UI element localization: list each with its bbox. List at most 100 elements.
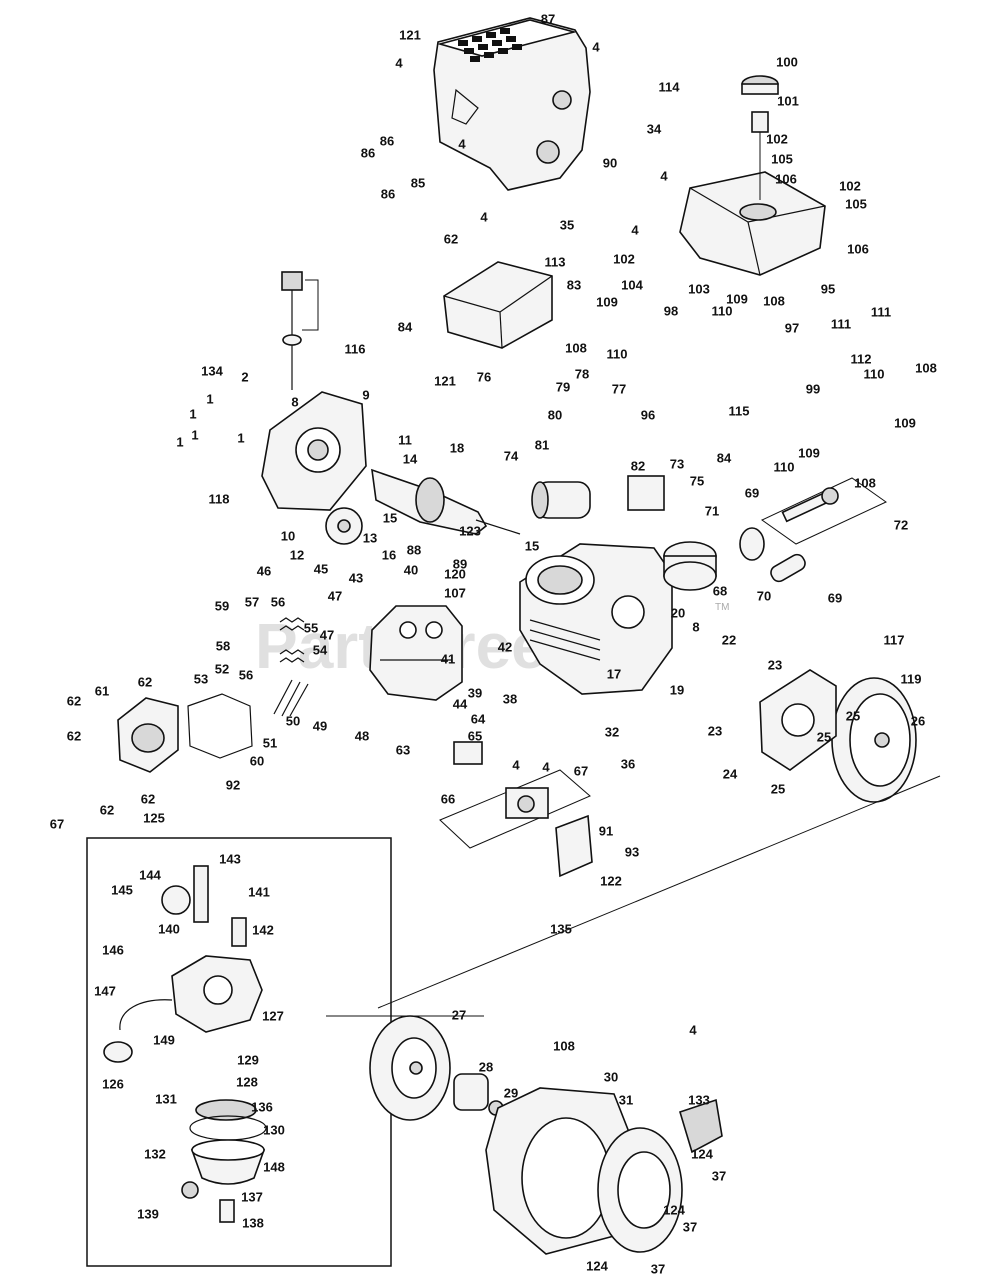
piston-pin — [770, 553, 806, 583]
callout-57: 57 — [245, 594, 259, 609]
callout-106: 106 — [847, 241, 869, 256]
callout-37: 37 — [712, 1168, 726, 1183]
callout-108: 108 — [763, 293, 785, 308]
callout-108: 108 — [854, 475, 876, 490]
callout-82: 82 — [631, 458, 645, 473]
callout-39: 39 — [468, 685, 482, 700]
callout-65: 65 — [468, 728, 482, 743]
callout-67: 67 — [574, 763, 588, 778]
callout-38: 38 — [503, 691, 517, 706]
callout-13: 13 — [363, 530, 377, 545]
callout-69: 69 — [745, 485, 759, 500]
callout-85: 85 — [411, 175, 425, 190]
callout-75: 75 — [690, 473, 704, 488]
callout-120: 120 — [444, 566, 466, 581]
callout-71: 71 — [705, 503, 719, 518]
callout-52: 52 — [215, 661, 229, 676]
callout-112: 112 — [851, 351, 872, 366]
callout-129: 129 — [237, 1052, 259, 1067]
callout-108: 108 — [565, 340, 587, 355]
callout-40: 40 — [404, 562, 418, 577]
air-cleaner-cover — [443, 261, 553, 349]
callout-81: 81 — [535, 437, 549, 452]
blower-housing-shroud — [433, 17, 591, 191]
callout-12: 12 — [290, 547, 304, 562]
callout-124: 124 — [586, 1258, 608, 1273]
heat-shield — [555, 814, 593, 878]
callout-79: 79 — [556, 379, 570, 394]
callout-8: 8 — [692, 619, 699, 634]
callout-73: 73 — [670, 456, 684, 471]
alignment-line — [326, 775, 941, 1017]
callout-18: 18 — [450, 440, 464, 455]
piston-assembly — [663, 527, 765, 591]
callout-105: 105 — [845, 196, 867, 211]
crankcase-cover — [261, 391, 367, 511]
callout-98: 98 — [664, 303, 678, 318]
callout-62: 62 — [138, 674, 152, 689]
callout-1: 1 — [176, 434, 183, 449]
callout-121: 121 — [399, 27, 421, 42]
callout-84: 84 — [717, 450, 732, 465]
callout-80: 80 — [548, 407, 562, 422]
callout-74: 74 — [504, 448, 519, 463]
callout-41: 41 — [441, 651, 455, 666]
callout-122: 122 — [600, 873, 622, 888]
callout-136: 136 — [251, 1099, 273, 1114]
fuel-cap — [741, 75, 779, 95]
callout-119: 119 — [901, 671, 922, 686]
callout-1: 1 — [191, 427, 198, 442]
callout-37: 37 — [651, 1261, 665, 1276]
callout-47: 47 — [328, 588, 342, 603]
callout-95: 95 — [821, 281, 835, 296]
callout-77: 77 — [612, 381, 626, 396]
callout-102: 102 — [839, 178, 861, 193]
callout-72: 72 — [894, 517, 908, 532]
callout-56: 56 — [271, 594, 285, 609]
callout-123: 123 — [459, 523, 481, 538]
callout-133: 133 — [688, 1092, 710, 1107]
callout-62: 62 — [67, 693, 81, 708]
callout-4: 4 — [660, 168, 668, 183]
callout-66: 66 — [441, 791, 455, 806]
callout-25: 25 — [771, 781, 785, 796]
callout-4: 4 — [458, 136, 466, 151]
rocker-cover-gasket — [187, 693, 253, 759]
callout-83: 83 — [567, 277, 581, 292]
valve-springs — [279, 617, 305, 663]
callout-53: 53 — [194, 671, 208, 686]
fuel-tank — [679, 171, 826, 276]
callout-16: 16 — [382, 547, 396, 562]
callout-125: 125 — [143, 810, 165, 825]
callout-59: 59 — [215, 598, 229, 613]
callout-118: 118 — [209, 491, 230, 506]
callout-30: 30 — [604, 1069, 618, 1084]
callout-11: 11 — [398, 432, 412, 447]
callout-62: 62 — [100, 802, 114, 817]
callout-25: 25 — [846, 708, 860, 723]
callout-56: 56 — [239, 667, 253, 682]
callout-101: 101 — [777, 93, 799, 108]
callout-43: 43 — [349, 570, 363, 585]
callout-8: 8 — [291, 394, 298, 409]
callout-69: 69 — [828, 590, 842, 605]
ignition-coil — [759, 669, 837, 771]
rectifier — [627, 475, 665, 511]
callout-31: 31 — [619, 1092, 633, 1107]
callout-109: 109 — [894, 415, 916, 430]
callout-107: 107 — [444, 585, 466, 600]
fan-housing — [485, 1087, 637, 1255]
callout-68: 68 — [713, 583, 727, 598]
callout-146: 146 — [102, 942, 124, 957]
callout-4: 4 — [395, 55, 403, 70]
callout-47: 47 — [320, 627, 334, 642]
callout-121: 121 — [434, 373, 456, 388]
callout-143: 143 — [219, 851, 241, 866]
callout-104: 104 — [621, 277, 643, 292]
callout-86: 86 — [361, 145, 375, 160]
callout-76: 76 — [477, 369, 491, 384]
callout-28: 28 — [479, 1059, 493, 1074]
callout-48: 48 — [355, 728, 369, 743]
callout-24: 24 — [723, 766, 738, 781]
carburetor — [439, 769, 591, 849]
